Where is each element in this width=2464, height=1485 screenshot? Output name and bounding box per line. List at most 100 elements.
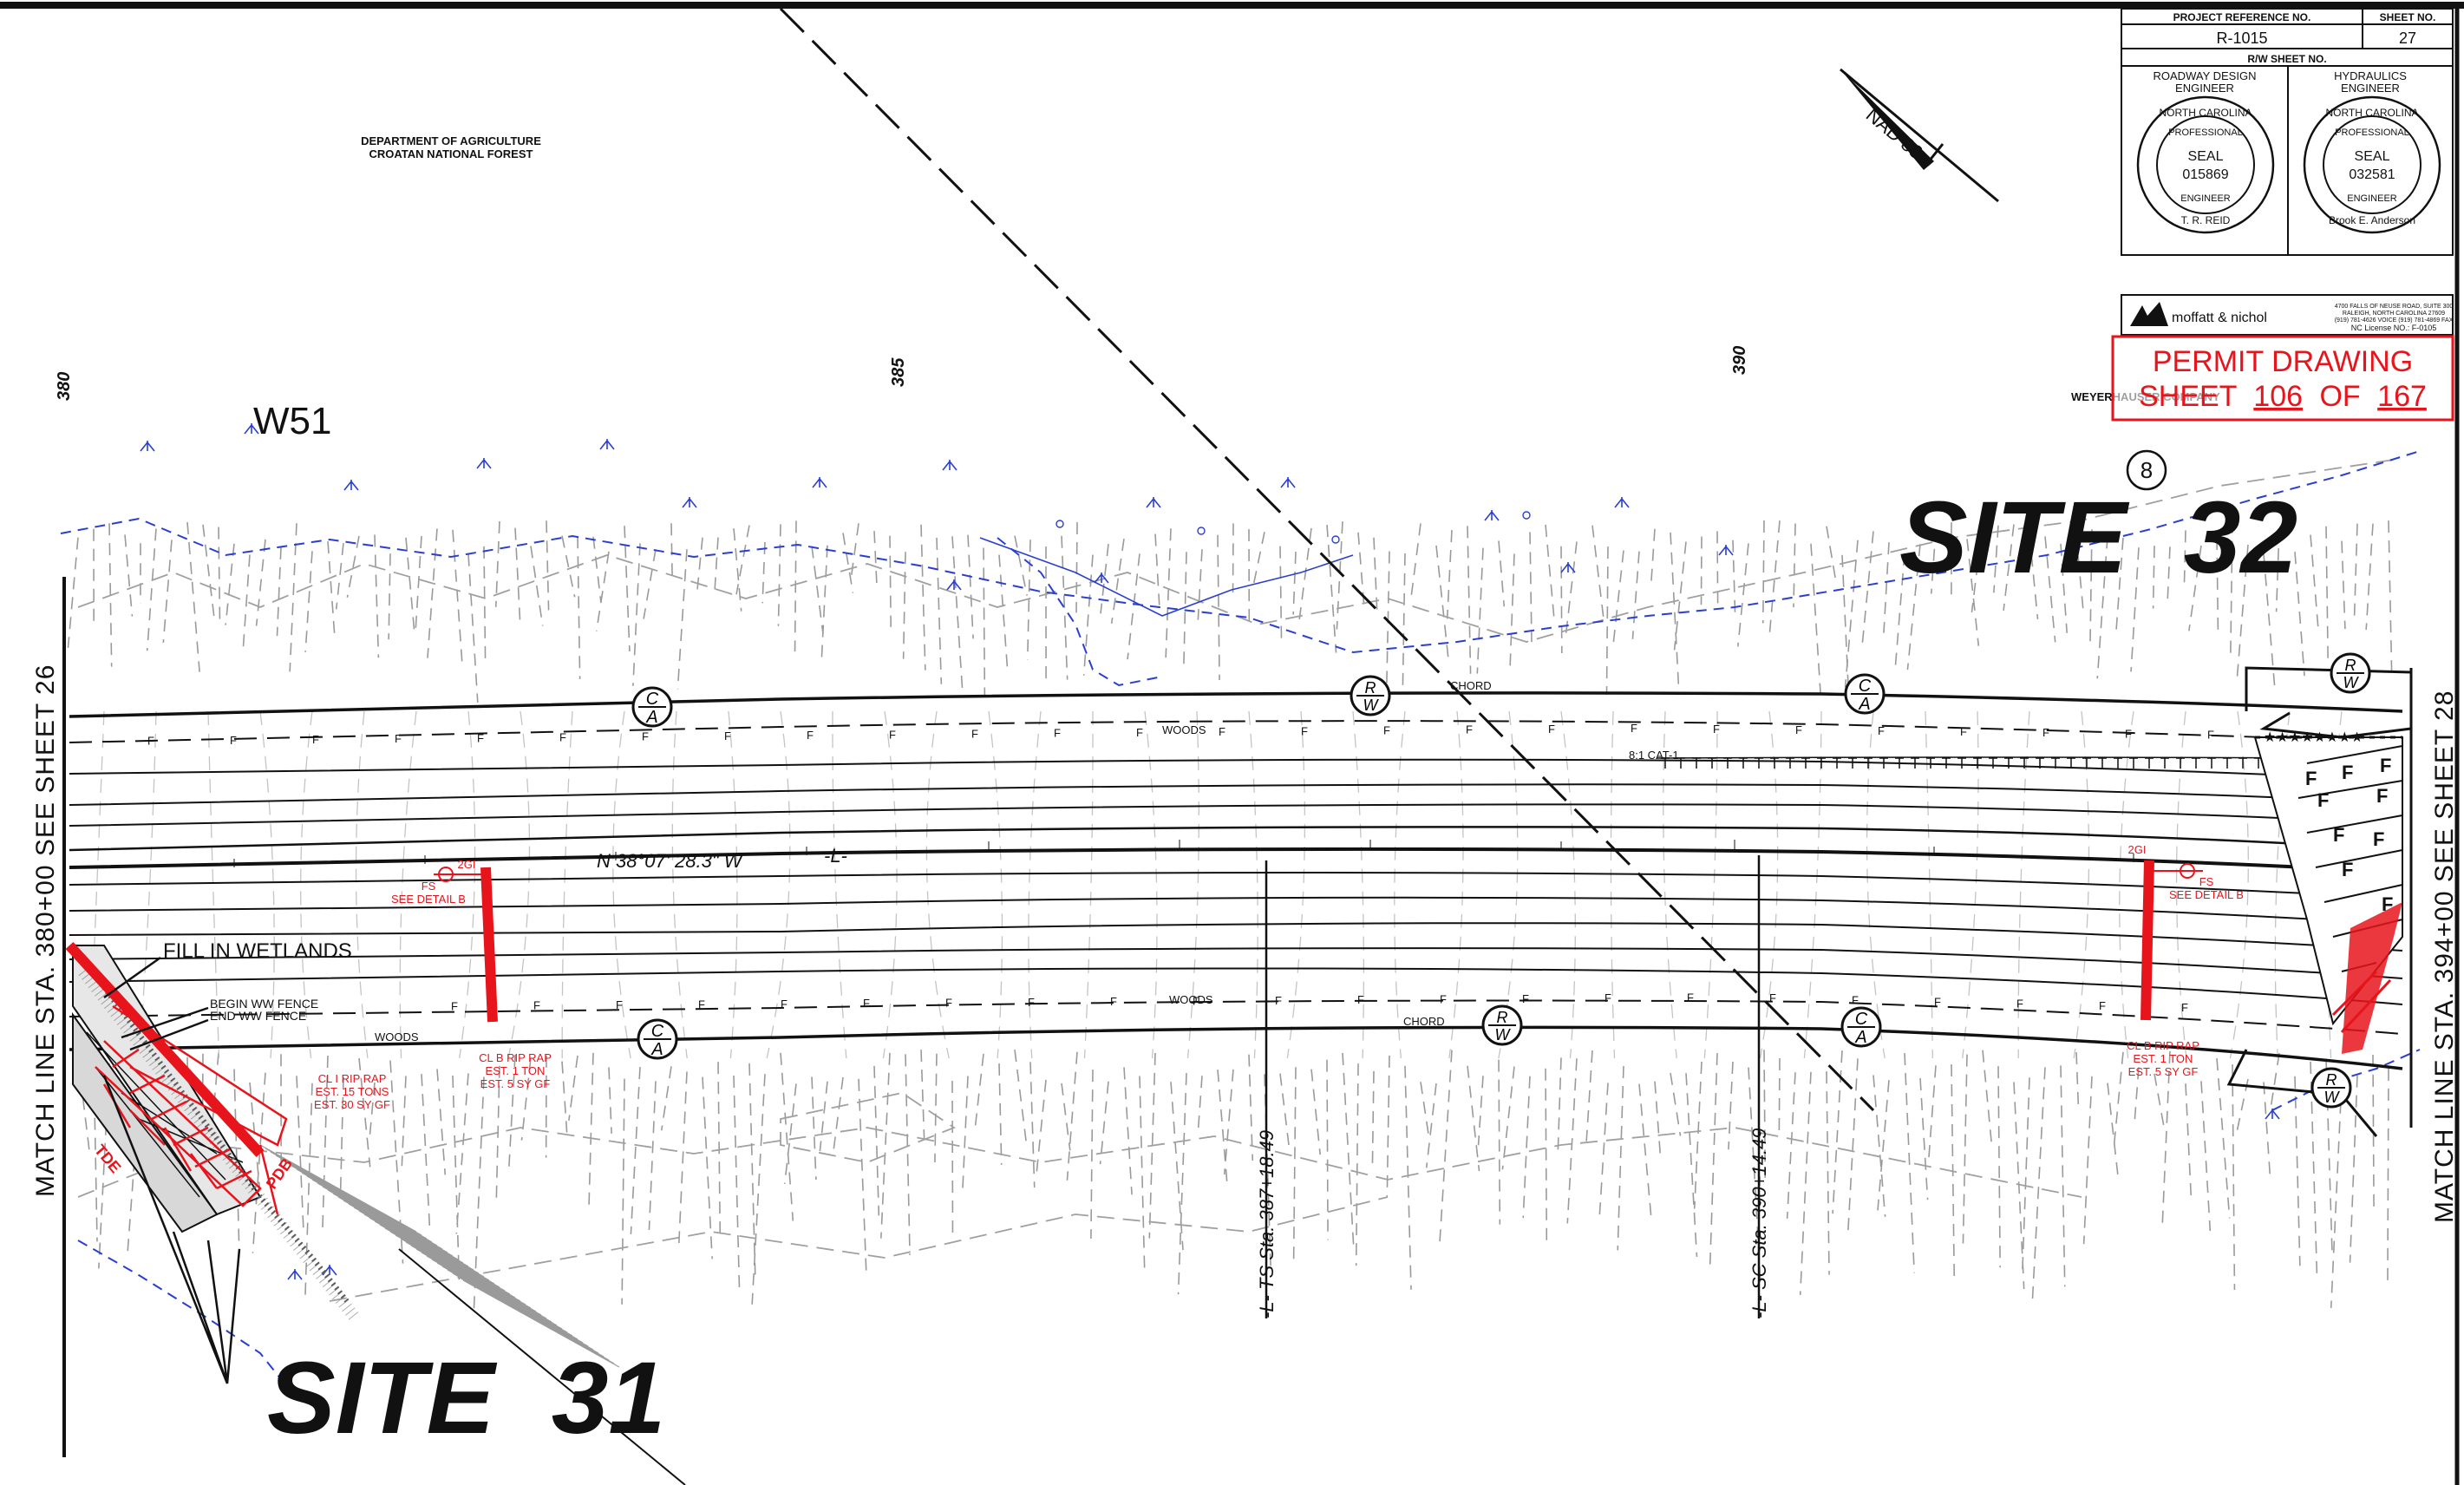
site31-labels: FILL IN WETLANDS BEGIN WW FENCE END WW F… xyxy=(163,939,352,1023)
site-32-label: SITE 32 xyxy=(1899,481,2297,595)
alignment-bearing: N 38°07' 28.3" W -L- xyxy=(597,845,847,872)
svg-text:F: F xyxy=(698,998,705,1011)
svg-text:EST. 30 SY GF: EST. 30 SY GF xyxy=(314,1098,390,1111)
svg-text:F: F xyxy=(1110,995,1117,1008)
svg-text:EST. 15 TONS: EST. 15 TONS xyxy=(316,1085,389,1098)
station-numbers: 380 385 390 xyxy=(55,346,1749,401)
svg-text:F: F xyxy=(616,998,623,1011)
svg-text:4700 FALLS OF NEUSE ROAD, SUIT: 4700 FALLS OF NEUSE ROAD, SUITE 300 xyxy=(2335,304,2454,310)
ca-marker-1: C A xyxy=(631,686,673,728)
svg-text:F: F xyxy=(2342,762,2353,783)
svg-text:NORTH CAROLINA: NORTH CAROLINA xyxy=(2159,107,2252,119)
svg-text:W: W xyxy=(1363,697,1380,714)
woods-label-top: WOODS xyxy=(1162,723,1206,736)
svg-text:A: A xyxy=(1854,1028,1866,1047)
roadway-label-2: ENGINEER xyxy=(2175,82,2234,95)
engineer-seal-roadway: NORTH CAROLINA PROFESSIONAL SEAL 015869 … xyxy=(2136,95,2275,234)
woods-label-bottom: WOODS xyxy=(1169,993,1213,1006)
station-380: 380 xyxy=(55,372,74,401)
svg-text:C: C xyxy=(646,690,659,709)
svg-text:F: F xyxy=(1522,992,1529,1005)
svg-text:F: F xyxy=(1275,994,1282,1007)
owner-labels: DEPARTMENT OF AGRICULTURE CROATAN NATION… xyxy=(361,134,541,160)
svg-text:C: C xyxy=(651,1022,664,1041)
bearing-text: N 38°07' 28.3" W xyxy=(597,850,744,872)
svg-text:F: F xyxy=(2207,728,2214,741)
svg-text:SEE DETAIL B: SEE DETAIL B xyxy=(391,893,466,906)
svg-text:F: F xyxy=(1466,723,1473,736)
svg-text:F: F xyxy=(781,998,788,1011)
right-end-red-fill xyxy=(2331,902,2402,1054)
north-arrow: NAD 83 xyxy=(1840,68,1999,203)
svg-text:PROFESSIONAL: PROFESSIONAL xyxy=(2168,128,2243,138)
roadway-alignment xyxy=(69,691,2403,1070)
svg-text:C: C xyxy=(1859,677,1872,696)
site31-leader-lines xyxy=(102,956,241,1384)
begin-fence-label: BEGIN WW FENCE xyxy=(210,997,318,1011)
match-line-right-label: MATCH LINE STA. 394+00 SEE SHEET 28 xyxy=(2430,690,2459,1223)
usda-label-line1: DEPARTMENT OF AGRICULTURE xyxy=(361,134,541,147)
project-reference-header: PROJECT REFERENCE NO. xyxy=(2173,11,2311,23)
svg-text:W: W xyxy=(2343,674,2360,691)
svg-text:EST. 5 SY GF: EST. 5 SY GF xyxy=(2128,1065,2199,1078)
svg-text:F: F xyxy=(1713,723,1720,736)
svg-text:F: F xyxy=(477,731,484,744)
svg-text:W: W xyxy=(1495,1026,1512,1043)
svg-text:032581: 032581 xyxy=(2349,167,2395,182)
svg-text:F: F xyxy=(2305,768,2317,789)
svg-text:SEE DETAIL B: SEE DETAIL B xyxy=(2169,888,2244,901)
svg-text:F: F xyxy=(1193,994,1199,1007)
svg-text:F: F xyxy=(2376,785,2388,807)
svg-text:CL B RIP RAP: CL B RIP RAP xyxy=(2127,1039,2199,1052)
site31-red-fill-line xyxy=(65,941,265,1158)
svg-text:EST. 5 SY GF: EST. 5 SY GF xyxy=(480,1077,551,1090)
right-pipe-callout: 2GI FS SEE DETAIL B CL B RIP RAP EST. 1 … xyxy=(2127,843,2244,1078)
wetland-id-label: W51 xyxy=(253,400,331,442)
svg-text:F: F xyxy=(1631,722,1637,735)
cat1-label: 8:1 CAT-1 xyxy=(1629,749,1679,762)
title-block-text: PROJECT REFERENCE NO. SHEET NO. R-1015 2… xyxy=(2154,11,2436,95)
svg-text:F: F xyxy=(1769,991,1776,1004)
svg-text:Brook E. Anderson: Brook E. Anderson xyxy=(2329,214,2415,226)
svg-text:F: F xyxy=(2125,727,2132,740)
svg-text:ENGINEER: ENGINEER xyxy=(2347,193,2397,204)
svg-text:R: R xyxy=(1365,679,1376,697)
left-pipe-crossing xyxy=(480,867,498,1023)
svg-text:F: F xyxy=(1357,993,1364,1006)
permit-title: PERMIT DRAWING xyxy=(2153,345,2413,378)
firm-name: moffatt & nichol xyxy=(2172,311,2267,325)
svg-text:F: F xyxy=(147,735,154,748)
svg-text:FS: FS xyxy=(2199,875,2214,888)
permit-drawing-box: PERMIT DRAWING SHEET 106 OF 167 xyxy=(2111,335,2454,422)
hydraulics-label-2: ENGINEER xyxy=(2341,82,2400,95)
end-fence-label: END WW FENCE xyxy=(210,1009,306,1023)
rw-marker-3: R W xyxy=(1481,1004,1523,1046)
svg-text:F: F xyxy=(533,999,540,1012)
svg-text:F: F xyxy=(1934,995,1941,1008)
svg-text:A: A xyxy=(1858,695,1870,714)
chord-label-bottom: CHORD xyxy=(1403,1015,1445,1028)
chord-label-top: CHORD xyxy=(1450,679,1492,692)
svg-text:NC License NO.: F-0105: NC License NO.: F-0105 xyxy=(2351,324,2437,332)
station-385: 385 xyxy=(889,357,908,387)
engineer-seal-hydraulics: NORTH CAROLINA PROFESSIONAL SEAL 032581 … xyxy=(2303,95,2441,234)
svg-text:F: F xyxy=(1301,724,1308,737)
curve-point-labels: -L- TS Sta. 387+18.49 -L- SC Sta. 390+14… xyxy=(1256,1128,1770,1318)
pdb-label: PDB xyxy=(263,1155,296,1193)
svg-text:F: F xyxy=(559,731,566,744)
svg-text:8: 8 xyxy=(2140,457,2153,483)
svg-text:CL B RIP RAP: CL B RIP RAP xyxy=(479,1051,552,1064)
diagonal-line-lower xyxy=(398,1248,686,1485)
svg-text:2GI: 2GI xyxy=(458,858,476,871)
svg-text:R: R xyxy=(1497,1009,1508,1026)
ca-marker-4: C A xyxy=(1840,1006,1882,1048)
svg-text:F: F xyxy=(1605,991,1611,1004)
svg-text:C: C xyxy=(1855,1010,1868,1029)
svg-text:F: F xyxy=(1548,723,1555,736)
svg-text:F: F xyxy=(2016,998,2023,1011)
right-end-f-letters: F F F F F F F F F xyxy=(2305,755,2393,915)
svg-text:SEAL: SEAL xyxy=(2188,149,2224,164)
svg-text:F: F xyxy=(1852,993,1859,1006)
svg-text:F: F xyxy=(1878,724,1885,737)
